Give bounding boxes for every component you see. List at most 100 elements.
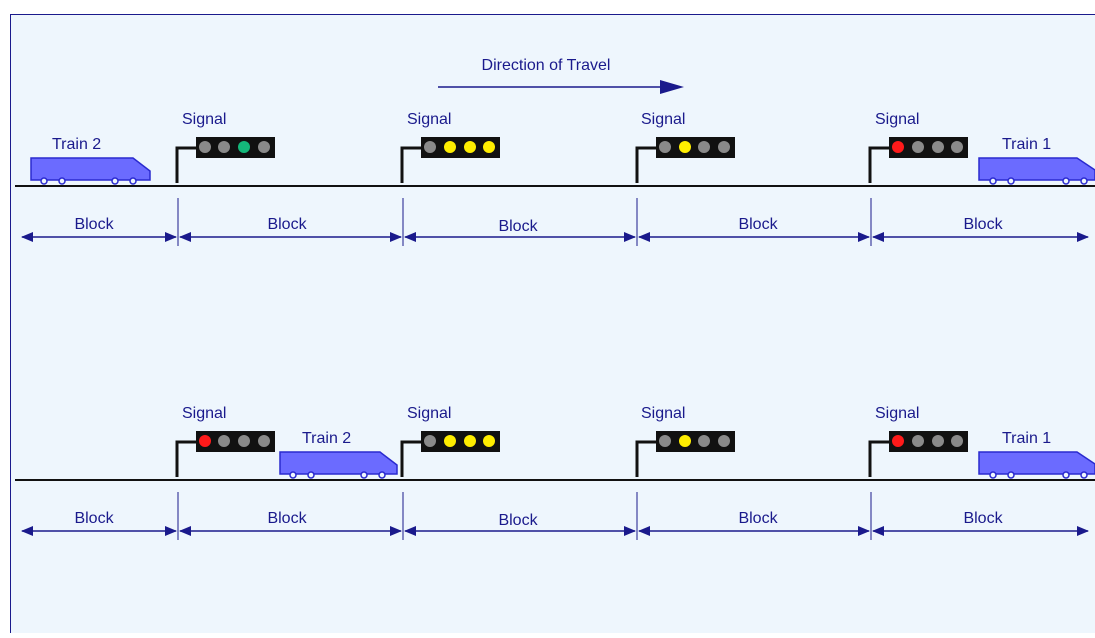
signal-lamp-off (199, 141, 211, 153)
train-label: Train 2 (52, 136, 101, 153)
signal-lamp-yellow (483, 435, 495, 447)
signal-lamp-off (951, 141, 963, 153)
block-label: Block (738, 216, 778, 233)
wheel-icon (1007, 177, 1015, 185)
signal-2: Signal (400, 405, 500, 477)
signal-label: Signal (641, 111, 685, 128)
scenario-2: Train 2 Train 1 Signal (15, 405, 1095, 540)
signal-lamp-yellow (679, 141, 691, 153)
block-label: Block (738, 510, 778, 527)
signal-lamp-off (932, 141, 944, 153)
signal-head (421, 431, 500, 452)
signal-4: Signal (868, 405, 968, 477)
signal-lamp-off (698, 141, 710, 153)
signal-head (196, 137, 275, 158)
wheel-icon (989, 471, 997, 479)
wheel-icon (40, 177, 48, 185)
wheel-icon (1080, 471, 1088, 479)
wheel-icon (111, 177, 119, 185)
signal-lamp-off (718, 435, 730, 447)
signal-lamp-off (424, 435, 436, 447)
signal-lamp-off (659, 435, 671, 447)
signal-lamp-yellow (464, 141, 476, 153)
signal-lamp-off (718, 141, 730, 153)
wheel-icon (129, 177, 137, 185)
train-1: Train 1 (978, 136, 1095, 185)
signal-lamp-red (892, 141, 904, 153)
wheel-icon (1062, 471, 1070, 479)
signal-lamp-off (932, 435, 944, 447)
wheel-icon (378, 471, 386, 479)
signal-1: Signal (175, 111, 275, 183)
wheel-icon (1007, 471, 1015, 479)
wheel-icon (307, 471, 315, 479)
block-label: Block (498, 218, 538, 235)
block-label: Block (74, 510, 114, 527)
scenario-1: Train 2 Train 1 Signal (15, 111, 1095, 246)
train-body-icon (30, 157, 151, 181)
signal-lamp-off (218, 435, 230, 447)
signal-lamp-off (659, 141, 671, 153)
train-label: Train 2 (302, 430, 351, 447)
block-3: Block (404, 218, 636, 242)
signal-lamp-off (912, 435, 924, 447)
signal-2: Signal (400, 111, 500, 183)
signal-lamp-off (258, 141, 270, 153)
direction-arrow-head-icon (660, 80, 684, 94)
signal-lamp-yellow (483, 141, 495, 153)
signal-lamp-yellow (679, 435, 691, 447)
wheel-icon (58, 177, 66, 185)
signal-post-icon (635, 146, 657, 183)
wheel-icon (1080, 177, 1088, 185)
signal-post-icon (175, 440, 197, 477)
block-label: Block (267, 510, 307, 527)
block-5: Block (872, 510, 1089, 536)
wheel-icon (360, 471, 368, 479)
signal-lamp-off (912, 141, 924, 153)
block-label: Block (74, 216, 114, 233)
train-label: Train 1 (1002, 136, 1051, 153)
signal-4: Signal (868, 111, 968, 183)
signal-lamp-off (698, 435, 710, 447)
signal-lamp-yellow (444, 141, 456, 153)
train-body-icon (279, 451, 398, 475)
signal-3: Signal (635, 405, 735, 477)
block-1: Block (21, 510, 177, 536)
signal-lamp-off (951, 435, 963, 447)
train-label: Train 1 (1002, 430, 1051, 447)
block-label: Block (963, 510, 1003, 527)
block-4: Block (638, 510, 870, 536)
signal-head (421, 137, 500, 158)
block-label: Block (498, 512, 538, 529)
signal-label: Signal (641, 405, 685, 422)
signal-post-icon (175, 146, 197, 183)
signal-label: Signal (875, 405, 919, 422)
wheel-icon (989, 177, 997, 185)
signal-label: Signal (407, 405, 451, 422)
signal-lamp-red (892, 435, 904, 447)
signal-post-icon (400, 146, 422, 183)
direction-of-travel: Direction of Travel (438, 57, 684, 94)
signal-lamp-off (218, 141, 230, 153)
block-label: Block (267, 216, 307, 233)
direction-label: Direction of Travel (482, 57, 611, 74)
signal-lamp-green (238, 141, 250, 153)
signal-lamp-off (424, 141, 436, 153)
block-2: Block (179, 510, 402, 536)
train-1: Train 1 (978, 430, 1095, 479)
signal-label: Signal (182, 111, 226, 128)
signal-3: Signal (635, 111, 735, 183)
signal-label: Signal (875, 111, 919, 128)
signal-label: Signal (182, 405, 226, 422)
block-4: Block (638, 216, 870, 242)
signal-head (196, 431, 275, 452)
signal-lamp-off (258, 435, 270, 447)
block-5: Block (872, 216, 1089, 242)
signal-lamp-yellow (444, 435, 456, 447)
signal-head (889, 137, 968, 158)
signal-head (656, 137, 735, 158)
train-body-icon (978, 451, 1095, 475)
signal-lamp-yellow (464, 435, 476, 447)
